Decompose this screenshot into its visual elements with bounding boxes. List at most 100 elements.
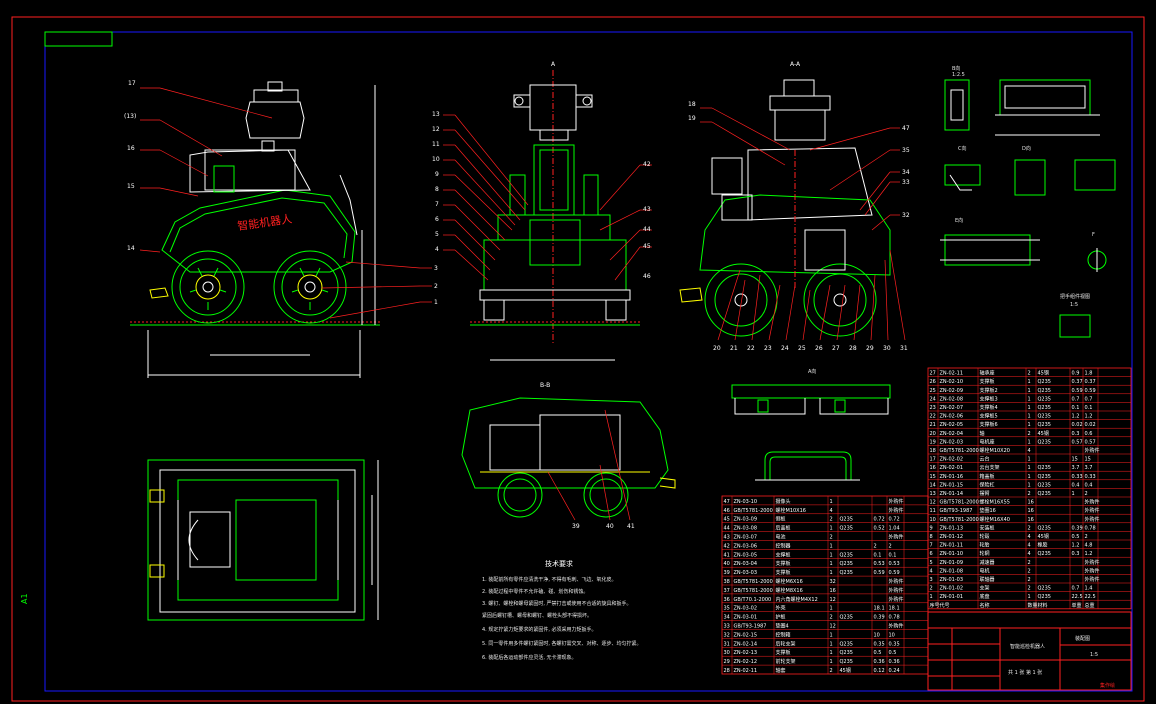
bom-left-cell: 内六角螺栓M4X12 [776, 596, 818, 603]
bom-left-cell: 1 [830, 561, 833, 567]
balloon-27: 27 [832, 345, 840, 352]
bom-right-cell: 0.39 [1072, 525, 1083, 531]
bom-left-cell: 0.78 [889, 615, 900, 621]
bom-left-cell: 2 [874, 543, 877, 549]
bom-left-cell: 外壳 [776, 605, 786, 612]
bom-left-cell: 0.53 [874, 561, 885, 567]
bom-right-cell: 19 [930, 439, 936, 445]
balloon-35: 35 [902, 147, 910, 154]
bom-left-cell: 支撑板 [776, 551, 791, 558]
bom-right-cell: 25 [930, 388, 936, 394]
balloon-22: 22 [747, 345, 755, 352]
bom-right-cell: 外购件 [1085, 499, 1100, 506]
balloon-16: 16 [127, 145, 135, 152]
bom-right-cell: 22.5 [1085, 594, 1096, 600]
bom-left-cell: GB/T5781-2000 [734, 508, 773, 514]
bom-left-cell: 0.59 [889, 570, 900, 576]
balloon-33: 33 [902, 179, 910, 186]
bom-left-cell: 1 [830, 632, 833, 638]
balloon-11: 11 [432, 141, 440, 148]
bom-right-cell: 2 [1028, 491, 1031, 497]
bom-right-cell: ZN-02-10 [940, 379, 964, 385]
balloon-10: 10 [432, 156, 440, 163]
bom-right-cell: ZN-01-15 [940, 482, 964, 488]
tech-req-line-5: 4. 规定拧紧力矩要求的紧固件, 必须采用力矩扳手。 [482, 626, 597, 633]
bom-right-cell: 联轴器 [980, 576, 995, 583]
bom-left-cell: 34 [724, 615, 730, 621]
bom-left-cell: 1 [830, 499, 833, 505]
bom-left-cell: 0.1 [874, 552, 882, 558]
bom-right-cell: 云台 [980, 456, 990, 463]
bom-left-cell: 螺栓M8X16 [776, 587, 803, 594]
bom-right-header: 数量 [1028, 602, 1038, 609]
bom-left-cell: 40 [724, 561, 730, 567]
bom-left-cell: 1 [830, 543, 833, 549]
bom-right-cell: 0.59 [1085, 388, 1096, 394]
bom-right-cell: 15 [1085, 457, 1091, 463]
bom-left-cell: 39 [724, 570, 730, 576]
inner-border [44, 31, 1133, 692]
bom-left-cell: 12 [830, 624, 836, 630]
bom-right-cell: 云台支架 [980, 464, 1000, 471]
bom-right-cell: 0.37 [1072, 379, 1083, 385]
bom-right-cell: ZN-02-06 [940, 414, 964, 420]
tech-req-line-3: 3. 螺钉、螺栓和螺母紧固时, 严禁打击或使用不合适的旋具和扳手。 [482, 600, 632, 607]
bom-right-cell: 0.78 [1085, 525, 1096, 531]
bom-right-cell: Q235 [1038, 396, 1051, 402]
bom-left-cell: 35 [724, 606, 730, 612]
bom-right-cell: 箱盖板 [980, 473, 995, 480]
bom-right-cell: 24 [930, 396, 936, 402]
bom-left-cell: 33 [724, 624, 730, 630]
title-block [927, 611, 1132, 691]
balloon-23: 23 [764, 345, 772, 352]
handle-title: 把手组件视图 [1060, 293, 1090, 300]
bom-right-cell: 支撑板 [980, 378, 995, 385]
bom-right-cell: 0.57 [1072, 439, 1083, 445]
balloon-45: 45 [643, 243, 651, 250]
front-title-a: A [551, 61, 556, 68]
balloon-5: 5 [435, 231, 439, 238]
bom-right-cell: ZN-01-10 [940, 551, 964, 557]
bom-left-cell: Q235 [840, 561, 853, 567]
bom-right-cell: GB/T5781-2000 [940, 448, 979, 454]
bom-left-cell: 16 [830, 588, 836, 594]
bom-right-cell: 3 [930, 577, 933, 583]
top-view [147, 459, 379, 621]
bom-left-cell: ZN-03-04 [734, 561, 758, 567]
balloon-15: 15 [127, 183, 135, 190]
bom-right-cell: 1 [1028, 388, 1031, 394]
bom-right-cell: 1.2 [1085, 551, 1093, 557]
bom-right-cell: Q235 [1038, 551, 1051, 557]
bom-right-cell: 保险杠 [980, 481, 995, 488]
bom-right-cell: 轮胎 [980, 542, 990, 549]
bom-right-cell: 电机 [980, 567, 990, 574]
bom-right-cell: 摆臂 [980, 490, 990, 497]
bom-left-cell: ZN-02-11 [734, 668, 758, 674]
bom-right-cell: 12 [930, 500, 936, 506]
bom-left-cell: 螺栓M6X16 [776, 578, 803, 585]
bom-right-cell: Q235 [1038, 482, 1051, 488]
bom-right-cell: 45钢 [1038, 533, 1049, 540]
bom-right-cell: ZN-01-16 [940, 474, 964, 480]
bom-right-cell: 0.7 [1072, 396, 1080, 402]
balloon-26: 26 [815, 345, 823, 352]
bom-right-cell: ZN-01-02 [940, 586, 964, 592]
bom-right-cell: ZN-01-14 [940, 491, 964, 497]
bom-right-cell: Q235 [1038, 405, 1051, 411]
handle-scale: 1:5 [1070, 302, 1078, 308]
bom-left-cell: 外购件 [889, 623, 904, 630]
bom-left-cell: 外购件 [889, 498, 904, 505]
bom-right-cell: 0.7 [1085, 396, 1093, 402]
bom-right-cell: 16 [1028, 500, 1034, 506]
bom-left-cell: 2 [830, 535, 833, 541]
bom-left-cell: 后盖板 [776, 525, 791, 532]
bom-right-cell: Q235 [1038, 414, 1051, 420]
bom-right-header: 代号 [940, 602, 950, 609]
bom-right-header: 名称 [980, 602, 990, 609]
bom-left-cell: 0.52 [874, 526, 885, 532]
tech-requirements: 技术要求 1. 装配前所有零件应清洗干净, 不得有毛刺、飞边、氧化皮。 2. 装… [482, 559, 642, 661]
bom-left-cell: 12 [830, 597, 836, 603]
bom-right-cell: 11 [930, 508, 936, 514]
bom-right-cell: 0.59 [1072, 388, 1083, 394]
bom-left-cell: 0.35 [874, 641, 885, 647]
